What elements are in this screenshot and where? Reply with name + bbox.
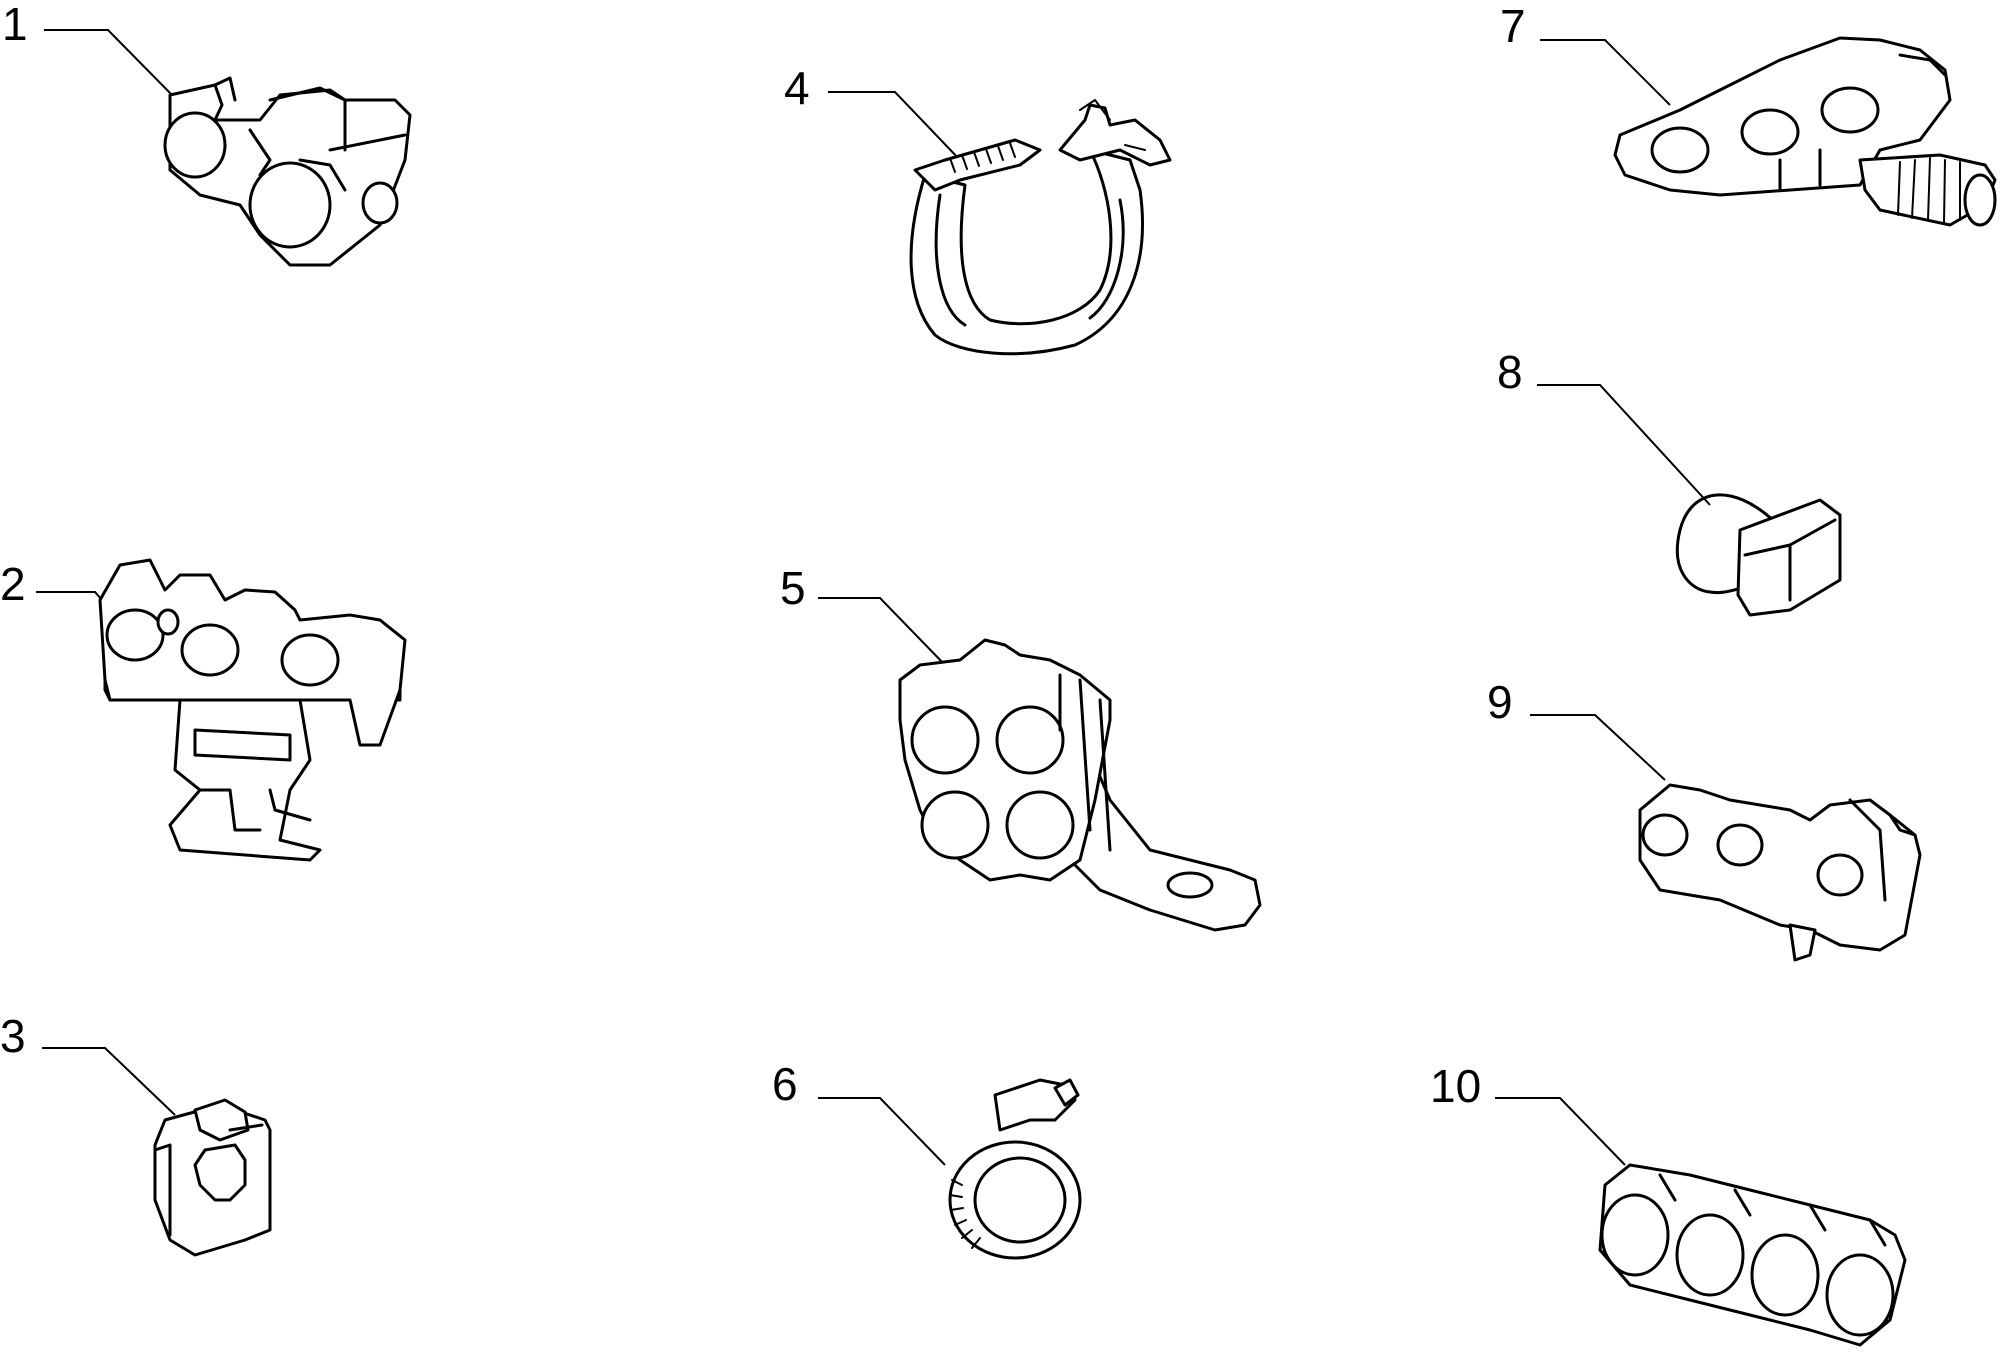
callout-number-4: 4 (784, 62, 810, 114)
callout-number-5: 5 (780, 562, 806, 614)
leader-line-8 (1537, 384, 1711, 506)
leader-line-4 (828, 91, 961, 161)
part-9: 9 (1487, 676, 1922, 962)
part-5: 5 (780, 562, 1262, 932)
part-10-drawing (1598, 1163, 1907, 1347)
part-6-drawing (948, 1078, 1082, 1260)
callout-number-3: 3 (0, 1010, 26, 1062)
part-3-drawing (153, 1098, 272, 1257)
callout-number-2: 2 (0, 558, 26, 610)
leader-line-1 (44, 29, 173, 96)
leader-line-7 (1540, 39, 1671, 106)
callout-number-1: 1 (2, 0, 28, 50)
part-6: 6 (772, 1058, 1082, 1260)
part-9-drawing (1638, 783, 1922, 962)
part-2-drawing (98, 558, 407, 862)
part-8-drawing (1675, 493, 1842, 617)
part-1: 1 (2, 0, 412, 267)
part-8: 8 (1497, 346, 1842, 617)
leader-line-3 (42, 1047, 176, 1116)
callout-number-6: 6 (772, 1058, 798, 1110)
leader-line-9 (1530, 714, 1666, 781)
part-4: 4 (784, 62, 1172, 356)
callout-number-8: 8 (1497, 346, 1523, 398)
part-5-drawing (898, 638, 1262, 932)
part-3: 3 (0, 1010, 272, 1257)
callout-number-7: 7 (1500, 0, 1526, 52)
part-4-drawing (909, 99, 1172, 356)
leader-line-5 (818, 597, 946, 666)
part-7: 7 (1500, 0, 1997, 227)
part-2: 2 (0, 558, 407, 862)
part-1-drawing (163, 76, 412, 267)
leader-line-6 (818, 1097, 946, 1166)
part-10: 10 (1430, 1060, 1907, 1347)
callout-number-9: 9 (1487, 676, 1513, 728)
callout-number-10: 10 (1430, 1060, 1481, 1112)
leader-line-10 (1495, 1097, 1626, 1166)
part-7-drawing (1613, 36, 1997, 227)
